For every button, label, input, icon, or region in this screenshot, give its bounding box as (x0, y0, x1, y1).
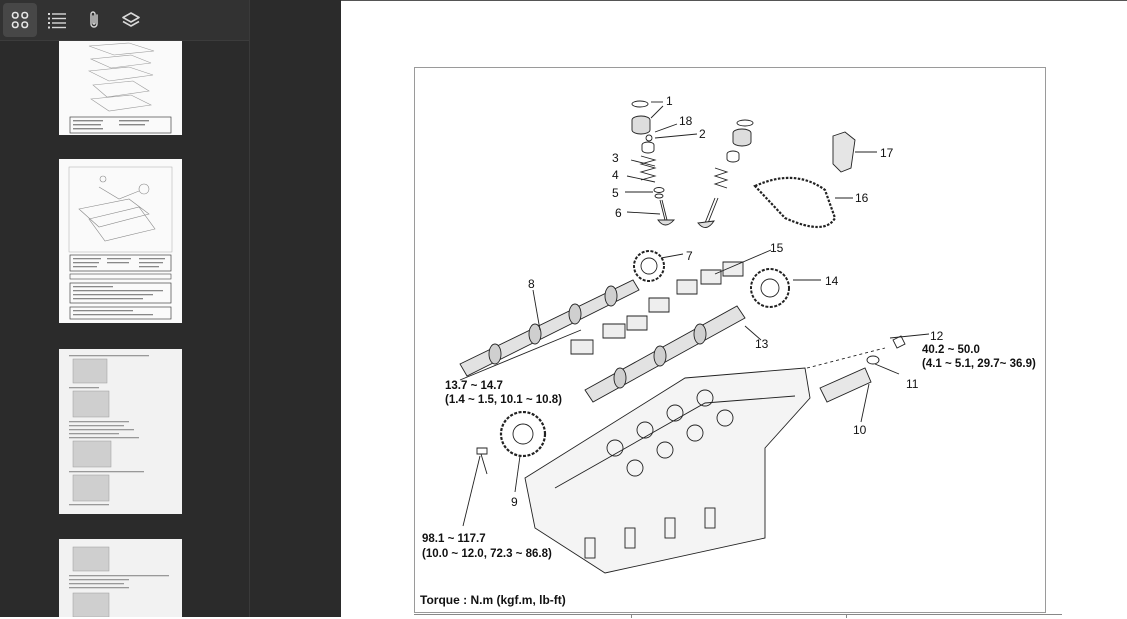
page-thumbnail-3[interactable] (59, 349, 182, 514)
page-thumbnail-image (59, 539, 182, 617)
table-divider (631, 614, 632, 618)
callout-6: 6 (615, 206, 622, 220)
attachments-view-button[interactable] (77, 3, 111, 37)
page-thumbnail-4[interactable] (59, 539, 182, 617)
grid-icon (11, 11, 29, 29)
page-thumbnail-image (59, 41, 182, 135)
viewer-gutter (250, 0, 341, 617)
callout-16: 16 (855, 191, 869, 205)
page-thumbnail-1[interactable] (59, 41, 182, 135)
callout-15: 15 (770, 241, 784, 255)
parts-table-top (414, 614, 1062, 619)
page-thumbnail-2[interactable] (59, 159, 182, 323)
callout-9: 9 (511, 495, 518, 509)
callout-11: 11 (906, 377, 919, 391)
thumbnail-sidebar (0, 0, 250, 617)
callout-5: 5 (612, 186, 619, 200)
table-divider (846, 614, 847, 618)
callout-7: 7 (686, 249, 693, 263)
sidebar-toolbar (0, 0, 249, 41)
torque-spec-caps-conversions: (1.4 ~ 1.5, 10.1 ~ 10.8) (445, 394, 562, 406)
exploded-view-figure: 1 18 2 3 4 5 6 7 8 9 10 11 12 13 14 15 1… (414, 67, 1046, 613)
callout-8: 8 (528, 277, 535, 291)
callout-4: 4 (612, 168, 619, 182)
torque-spec-caps-value: 13.7 ~ 14.7 (445, 380, 503, 392)
callout-18: 18 (679, 114, 693, 128)
document-page: 1 18 2 3 4 5 6 7 8 9 10 11 12 13 14 15 1… (341, 0, 1127, 618)
torque-units-caption: Torque : N.m (kgf.m, lb-ft) (420, 593, 566, 607)
thumbnail-list[interactable] (0, 41, 249, 617)
engine-exploded-diagram: 1 18 2 3 4 5 6 7 8 9 10 11 12 13 14 15 1… (422, 94, 1036, 574)
layers-view-button[interactable] (114, 3, 148, 37)
page-thumbnail-image (59, 159, 182, 323)
callout-2: 2 (699, 127, 706, 141)
thumbnails-view-button[interactable] (3, 3, 37, 37)
outline-view-button[interactable] (40, 3, 74, 37)
callout-14: 14 (825, 274, 839, 288)
layers-icon (122, 12, 140, 27)
torque-spec-bolt-value: 98.1 ~ 117.7 (422, 533, 486, 545)
torque-spec-12-value: 40.2 ~ 50.0 (922, 344, 980, 356)
callout-3: 3 (612, 151, 619, 165)
torque-spec-12-conversions: (4.1 ~ 5.1, 29.7~ 36.9) (922, 358, 1036, 370)
callout-12: 12 (930, 329, 944, 343)
page-thumbnail-image (59, 349, 182, 514)
paperclip-icon (90, 11, 98, 28)
list-icon (48, 13, 66, 29)
callout-10: 10 (853, 423, 867, 437)
torque-spec-bolt-conversions: (10.0 ~ 12.0, 72.3 ~ 86.8) (422, 548, 552, 560)
callout-1: 1 (666, 94, 673, 108)
callout-13: 13 (755, 337, 769, 351)
callout-17: 17 (880, 146, 894, 160)
